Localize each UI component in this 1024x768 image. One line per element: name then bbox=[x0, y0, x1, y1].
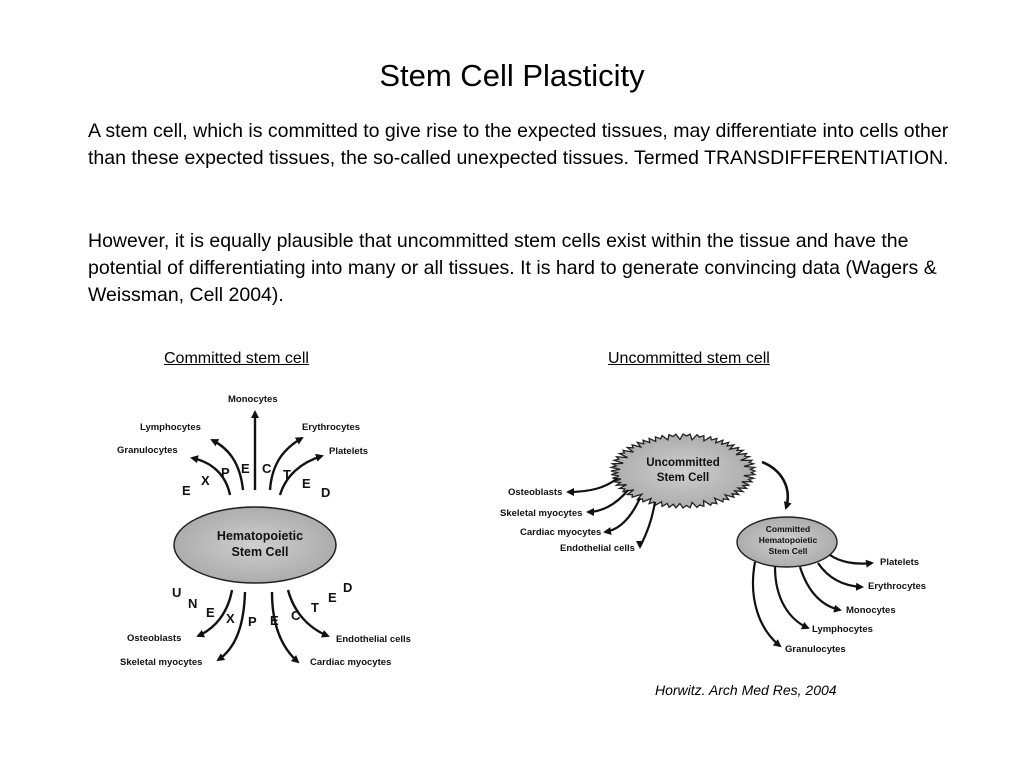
unexpected-letter-3: E bbox=[206, 605, 215, 620]
arrow-granulocytes bbox=[190, 455, 232, 496]
label-platelets-right: Platelets bbox=[880, 557, 919, 568]
paragraph-transdifferentiation: A stem cell, which is committed to give … bbox=[88, 120, 949, 169]
unexpected-letter-2: N bbox=[188, 596, 197, 611]
label-endothelial-cells-left: Endothelial cells bbox=[336, 634, 411, 645]
unexpected-letter-5: P bbox=[248, 614, 257, 629]
label-osteoblasts-right: Osteoblasts bbox=[508, 487, 562, 498]
arrow-cardiac-myocytes bbox=[270, 591, 300, 664]
arrow-osteoblasts-right bbox=[566, 477, 619, 496]
arrow-platelets-right bbox=[829, 554, 874, 568]
arrow-granulocytes-right bbox=[751, 561, 782, 648]
committed-label-line2: Hematopoietic bbox=[759, 535, 818, 545]
arrow-to-committed-cell bbox=[761, 460, 792, 510]
unexpected-letter-10: D bbox=[343, 580, 352, 595]
label-skeletal-myocytes-left: Skeletal myocytes bbox=[120, 657, 202, 668]
arrow-cardiac-myocytes-right bbox=[603, 497, 642, 536]
committed-stem-cell-diagram: Hematopoietic Stem Cell Monocytes Lympho… bbox=[117, 394, 411, 668]
arrow-osteoblasts bbox=[196, 589, 234, 638]
expected-letter-3: P bbox=[221, 465, 230, 480]
unexpected-letter-1: U bbox=[172, 585, 181, 600]
label-monocytes-right: Monocytes bbox=[846, 605, 896, 616]
heading-uncommitted-stem-cell: Uncommitted stem cell bbox=[608, 350, 770, 367]
expected-letter-4: E bbox=[241, 461, 250, 476]
citation: Horwitz. Arch Med Res, 2004 bbox=[655, 682, 837, 698]
label-lymphocytes: Lymphocytes bbox=[140, 422, 201, 433]
unexpected-letter-8: T bbox=[311, 600, 319, 615]
committed-hematopoietic-cell-ellipse bbox=[736, 516, 838, 568]
arrow-erythrocytes bbox=[268, 436, 304, 491]
arrow-lymphocytes-right bbox=[773, 566, 810, 630]
uncommitted-stem-cell-shape bbox=[608, 433, 758, 509]
hsc-label-line2: Stem Cell bbox=[232, 545, 289, 559]
label-cardiac-myocytes-left: Cardiac myocytes bbox=[310, 657, 391, 668]
expected-letter-6: T bbox=[283, 467, 291, 482]
expected-letter-2: X bbox=[201, 473, 210, 488]
heading-committed-stem-cell: Committed stem cell bbox=[164, 350, 309, 367]
label-monocytes: Monocytes bbox=[228, 394, 278, 405]
arrow-skeletal-myocytes-right bbox=[586, 489, 629, 516]
label-endothelial-cells-right: Endothelial cells bbox=[560, 543, 635, 554]
hematopoietic-stem-cell-ellipse bbox=[173, 506, 337, 584]
unexpected-letter-9: E bbox=[328, 590, 337, 605]
arrow-erythrocytes-right bbox=[817, 562, 864, 591]
label-erythrocytes-right: Erythrocytes bbox=[868, 581, 926, 592]
label-granulocytes: Granulocytes bbox=[117, 445, 178, 456]
arrow-endothelial-cells bbox=[286, 589, 330, 638]
hsc-label-line1: Hematopoietic bbox=[217, 529, 303, 543]
committed-label-line3: Stem Cell bbox=[769, 546, 808, 556]
label-lymphocytes-right: Lymphocytes bbox=[812, 624, 873, 635]
expected-arrows bbox=[190, 410, 324, 496]
uncommitted-label-line2: Stem Cell bbox=[657, 472, 709, 484]
arrow-endothelial-cells-right bbox=[636, 501, 657, 549]
unexpected-letter-4: X bbox=[226, 611, 235, 626]
arrow-monocytes-right bbox=[798, 566, 842, 613]
expected-letter-8: D bbox=[321, 485, 330, 500]
label-erythrocytes: Erythrocytes bbox=[302, 422, 360, 433]
paragraph-uncommitted: However, it is equally plausible that un… bbox=[88, 230, 937, 306]
unexpected-letter-7: C bbox=[291, 608, 301, 623]
slide-title: Stem Cell Plasticity bbox=[379, 58, 645, 93]
blood-arrows bbox=[751, 554, 874, 648]
label-skeletal-myocytes-right: Skeletal myocytes bbox=[500, 508, 582, 519]
expected-letter-5: C bbox=[262, 461, 272, 476]
expected-letter-7: E bbox=[302, 476, 311, 491]
arrow-platelets bbox=[278, 453, 324, 496]
label-osteoblasts-left: Osteoblasts bbox=[127, 633, 181, 644]
unexpected-arrows bbox=[196, 589, 330, 664]
unexpected-word: U N E X P E C T E D bbox=[172, 580, 352, 629]
expected-letter-1: E bbox=[182, 483, 191, 498]
expected-word: E X P E C T E D bbox=[182, 461, 330, 500]
label-platelets: Platelets bbox=[329, 446, 368, 457]
committed-label-line1: Committed bbox=[766, 524, 810, 534]
arrow-lymphocytes bbox=[210, 438, 245, 491]
uncommitted-label-line1: Uncommitted bbox=[646, 457, 719, 469]
uncommitted-stem-cell-diagram: Uncommitted Stem Cell Osteoblasts Skelet… bbox=[500, 433, 926, 655]
label-cardiac-myocytes-right: Cardiac myocytes bbox=[520, 527, 601, 538]
label-granulocytes-right: Granulocytes bbox=[785, 644, 846, 655]
tissue-arrows bbox=[566, 477, 657, 549]
arrow-skeletal-myocytes bbox=[216, 591, 247, 662]
